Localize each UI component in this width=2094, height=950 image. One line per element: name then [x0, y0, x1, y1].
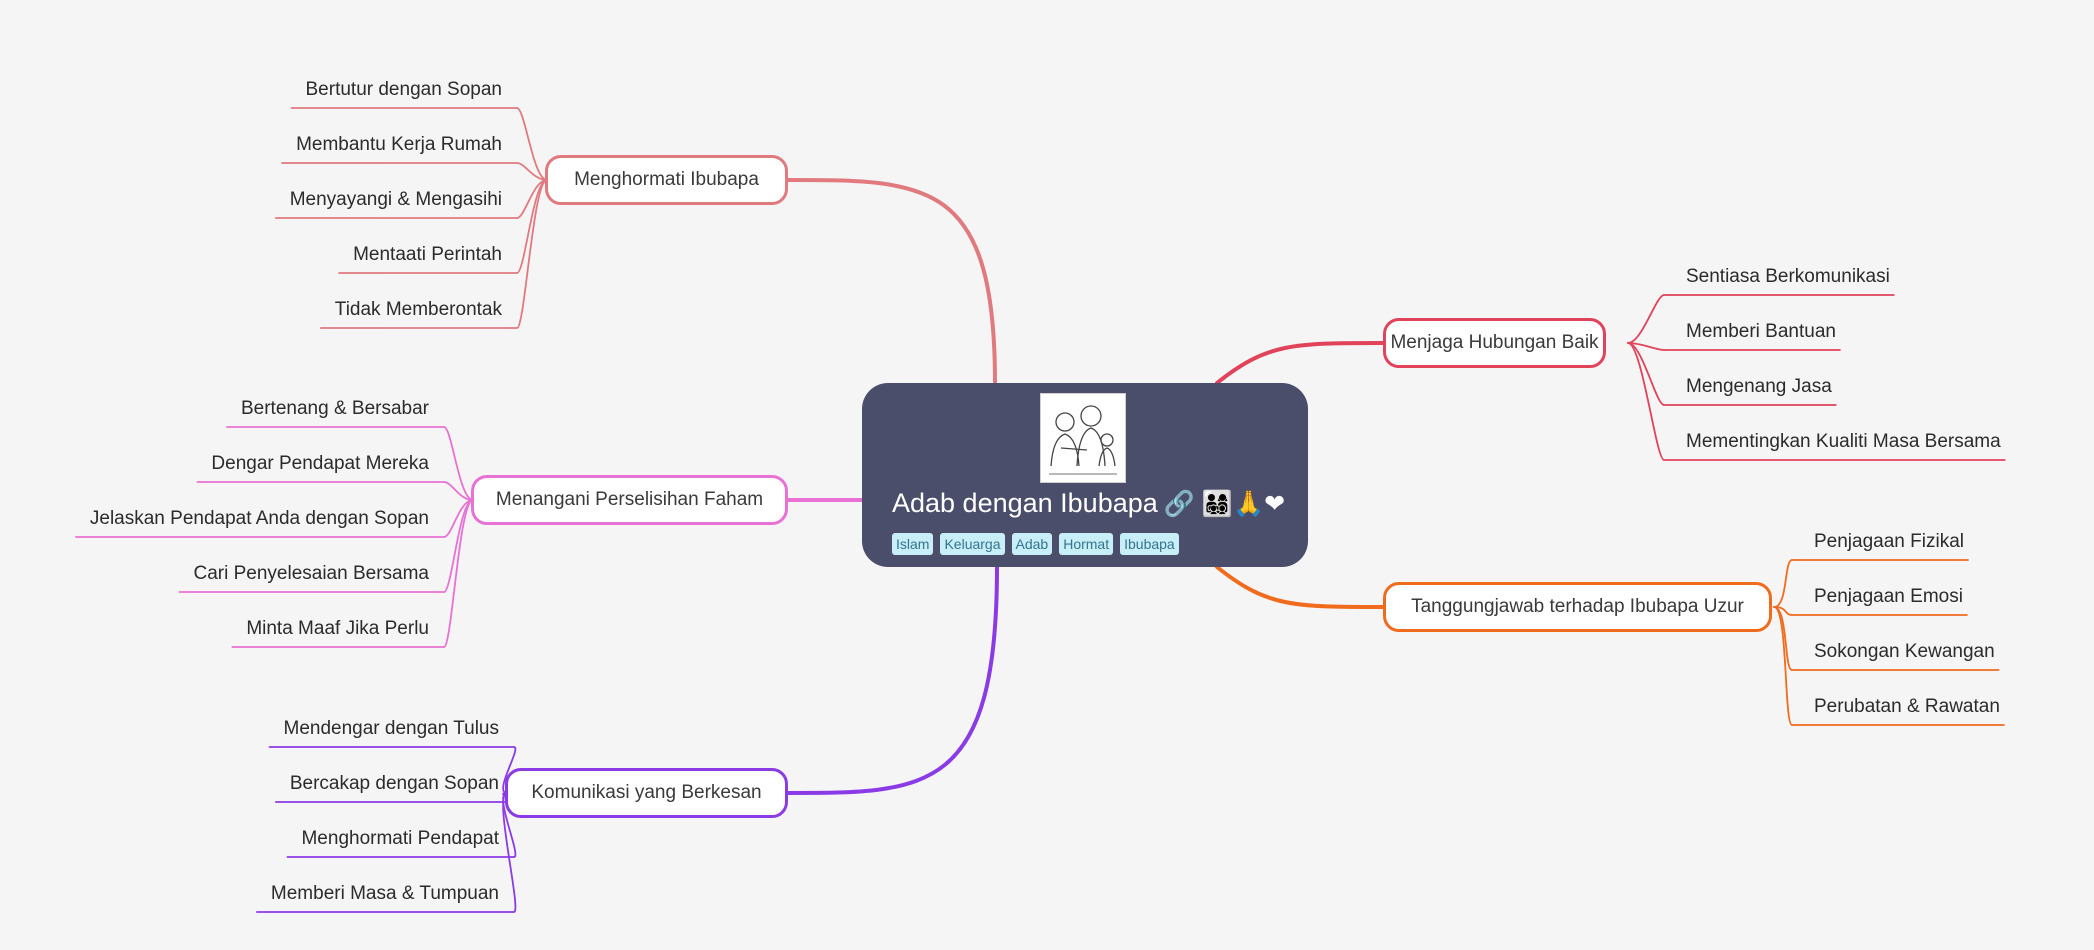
tag[interactable]: Keluarga: [940, 533, 1005, 555]
tag[interactable]: Hormat: [1059, 533, 1114, 555]
tag[interactable]: Islam: [892, 533, 934, 555]
leaf-connector: [516, 162, 548, 181]
leaf-connector: [1627, 342, 1665, 406]
leaf-node[interactable]: Penjagaan Fizikal: [1814, 531, 1964, 552]
leaf-node[interactable]: Bertenang & Bersabar: [240, 398, 429, 419]
leaf-connector: [516, 179, 548, 329]
root-branch-connector: [1215, 341, 1385, 385]
root-branch-connector: [786, 565, 999, 795]
leaf-node[interactable]: Tidak Memberontak: [334, 299, 502, 320]
branch-node[interactable]: Menghormati Ibubapa: [545, 155, 788, 205]
leaf-node[interactable]: Memberi Bantuan: [1686, 321, 1836, 342]
root-node[interactable]: Adab dengan Ibubapa🔗 👨‍👩‍👧‍👦🙏❤ Islam Kel…: [862, 383, 1308, 567]
branch-node[interactable]: Tanggungjawab terhadap Ibubapa Uzur: [1383, 582, 1772, 632]
leaf-node[interactable]: Penjagaan Emosi: [1814, 586, 1963, 607]
branch-node[interactable]: Menangani Perselisihan Faham: [471, 475, 788, 525]
leaf-node[interactable]: Mendengar dengan Tulus: [283, 718, 500, 739]
leaf-node[interactable]: Perubatan & Rawatan: [1814, 696, 2000, 717]
root-branch-connector: [1215, 565, 1385, 609]
leaf-node[interactable]: Menghormati Pendapat: [301, 828, 499, 849]
leaf-node[interactable]: Sentiasa Berkomunikasi: [1686, 266, 1890, 287]
branch-node[interactable]: Komunikasi yang Berkesan: [505, 768, 788, 818]
leaf-node[interactable]: Membantu Kerja Rumah: [296, 134, 502, 155]
leaf-node[interactable]: Bertutur dengan Sopan: [305, 79, 503, 100]
leaf-connector: [516, 107, 548, 181]
leaf-connector: [502, 792, 517, 913]
leaf-node[interactable]: Jelaskan Pendapat Anda dengan Sopan: [89, 508, 429, 529]
leaf-connector: [1627, 342, 1665, 461]
leaf-connector: [502, 746, 517, 794]
leaf-connector: [443, 499, 474, 648]
tag[interactable]: Ibubapa: [1120, 533, 1179, 555]
tag-list: Islam Keluarga Adab Hormat Ibubapa: [892, 533, 1179, 555]
root-title-text: Adab dengan Ibubapa: [892, 488, 1158, 518]
leaf-node[interactable]: Mengenang Jasa: [1686, 376, 1832, 397]
family-drawing-icon: [1040, 393, 1126, 483]
leaf-node[interactable]: Cari Penyelesaian Bersama: [193, 563, 429, 584]
leaf-node[interactable]: Mementingkan Kualiti Masa Bersama: [1686, 431, 2001, 452]
leaf-node[interactable]: Menyayangi & Mengasihi: [289, 189, 502, 210]
leaf-node[interactable]: Dengar Pendapat Mereka: [211, 453, 429, 474]
root-branch-connector: [786, 178, 997, 385]
leaf-node[interactable]: Sokongan Kewangan: [1814, 641, 1995, 662]
leaf-node[interactable]: Bercakap dengan Sopan: [289, 773, 499, 794]
tag[interactable]: Adab: [1011, 533, 1053, 555]
emoji-icons: 🔗 👨‍👩‍👧‍👦🙏❤: [1163, 490, 1286, 518]
leaf-node[interactable]: Memberi Masa & Tumpuan: [270, 883, 499, 904]
leaf-node[interactable]: Minta Maaf Jika Perlu: [246, 618, 429, 639]
leaf-connector: [1773, 606, 1793, 726]
root-title: Adab dengan Ibubapa🔗 👨‍👩‍👧‍👦🙏❤: [892, 483, 1285, 523]
leaf-connector: [1773, 559, 1793, 608]
leaf-connector: [1627, 294, 1665, 344]
leaf-connector: [443, 481, 474, 501]
leaf-connector: [443, 426, 474, 501]
leaf-node[interactable]: Mentaati Perintah: [353, 244, 502, 265]
branch-node[interactable]: Menjaga Hubungan Baik: [1383, 318, 1606, 368]
